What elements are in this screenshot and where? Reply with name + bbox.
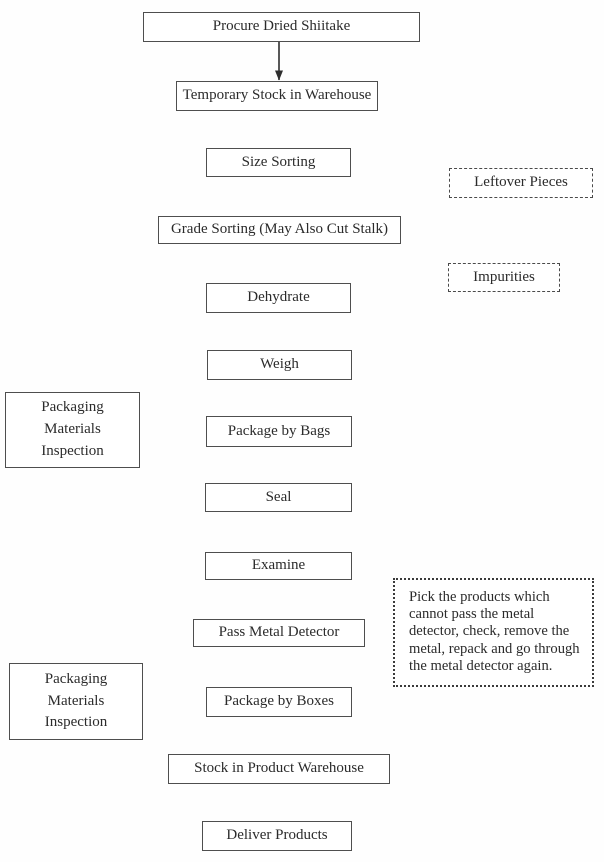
- node-temporary-stock-warehouse: Temporary Stock in Warehouse: [176, 81, 378, 111]
- node-impurities: Impurities: [448, 263, 560, 292]
- node-leftover-pieces: Leftover Pieces: [449, 168, 593, 198]
- node-deliver-products: Deliver Products: [202, 821, 352, 851]
- node-dehydrate: Dehydrate: [206, 283, 351, 313]
- node-packaging-materials-inspection-2: Packaging Materials Inspection: [9, 663, 143, 740]
- node-seal: Seal: [205, 483, 352, 512]
- node-pass-metal-detector: Pass Metal Detector: [193, 619, 365, 647]
- node-examine: Examine: [205, 552, 352, 580]
- node-procure-dried-shiitake: Procure Dried Shiitake: [143, 12, 420, 42]
- node-packaging-materials-inspection-1: Packaging Materials Inspection: [5, 392, 140, 468]
- node-grade-sorting: Grade Sorting (May Also Cut Stalk): [158, 216, 401, 244]
- node-package-by-boxes: Package by Boxes: [206, 687, 352, 717]
- node-package-by-bags: Package by Bags: [206, 416, 352, 447]
- node-stock-product-warehouse: Stock in Product Warehouse: [168, 754, 390, 784]
- node-size-sorting: Size Sorting: [206, 148, 351, 177]
- node-metal-detector-note: Pick the products which cannot pass the …: [393, 578, 594, 687]
- node-weigh: Weigh: [207, 350, 352, 380]
